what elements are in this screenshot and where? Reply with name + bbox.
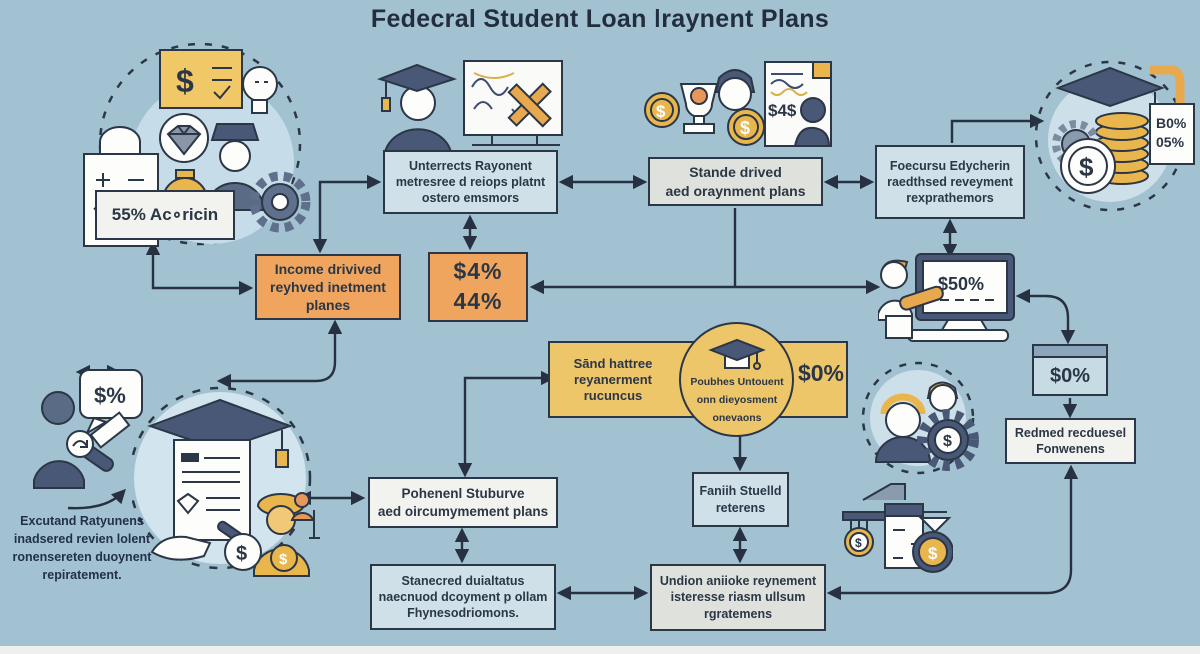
monitor-value: $50% <box>938 274 984 294</box>
box-foersu-label: Foecursu Edycherin raedthsed reveyment r… <box>887 158 1013 206</box>
counselor-person-icon: $% <box>33 369 143 489</box>
excutand-note: Excutand Ratyunens inadsered revien lole… <box>12 514 152 582</box>
svg-text:$: $ <box>1079 152 1094 182</box>
monitor-presenter-icon: $50% <box>878 253 1015 342</box>
banner-left-text: Sānd hattree reyanerment rucuncus <box>573 355 653 404</box>
svg-text:$: $ <box>656 102 666 121</box>
arrow-excutand-circle <box>67 488 126 510</box>
small-figure-icon <box>290 492 320 539</box>
box-foersu: Foecursu Edycherin raedthsed reveyment r… <box>875 145 1025 219</box>
graduate-whiteboard-icon <box>376 60 563 152</box>
box-undion: Undion aniioke reynement isteresse riasm… <box>650 564 826 631</box>
box-faniih-label: Faniih Stuelld reterens <box>699 484 782 515</box>
savings-stats-icon: $ B0% 05% <box>1034 60 1195 212</box>
stat-line1: B0% <box>1156 115 1187 131</box>
box-stanecred-label: Stanecred duialtatus naecnuod dcoyment p… <box>378 573 548 621</box>
card-value: $4$ <box>768 101 797 120</box>
report-card-icon: $4$ <box>764 61 832 147</box>
box-pct44: $4% 44% <box>428 252 528 322</box>
svg-text:$: $ <box>928 544 938 563</box>
lightbulb-icon <box>242 66 278 114</box>
hand-pen-icon <box>150 520 244 561</box>
box-unterrects: Unterrects Rayonent metresree d reiops p… <box>383 150 558 214</box>
svg-text:$: $ <box>176 63 194 99</box>
arrow-income-unterrects <box>312 174 382 254</box>
arrow-pohenenl-banner <box>457 370 556 478</box>
svg-text:$: $ <box>855 536 862 550</box>
svg-text:$: $ <box>740 118 750 138</box>
dollar-coin-icon: $ <box>644 92 680 128</box>
hanging-coin-icon: $ <box>844 527 874 557</box>
gear-icon <box>249 171 311 233</box>
stat-line2: 05% <box>1156 134 1185 150</box>
advisor-person-icon <box>926 381 959 412</box>
dollar-coin-icon: $ <box>270 544 298 572</box>
box-unterrects-label: Unterrects Rayonent metresree d reiops p… <box>395 158 546 206</box>
support-person-icon <box>874 393 932 463</box>
banner-center-text: Poubhes Untouent onn dieyosment onevaons <box>690 376 784 424</box>
arrow-monitor-window0 <box>1015 288 1076 345</box>
dollar-coin-icon: $ <box>1060 138 1116 194</box>
stat-card-icon: B0% 05% <box>1149 103 1195 165</box>
box-stande: Stande drived aed oraynment plans <box>648 157 823 206</box>
monitor-icon: $50% <box>907 253 1015 342</box>
dollar-coin-icon: $ <box>224 533 262 571</box>
box-pct44-label: $4% 44% <box>453 258 503 314</box>
window-titlebar <box>1034 346 1106 358</box>
arrow-foersu-topright <box>950 113 1045 143</box>
presenter-person-icon <box>878 259 944 339</box>
dollar-gear-icon: $ <box>917 409 979 471</box>
box-redmed-label: Redmed recduesel Fonwenens <box>1014 425 1127 456</box>
page-title: Fedecral Student Loan ǀraynent Plans <box>370 5 830 33</box>
box-acericin-label: 55% Ac∘ricin <box>111 204 219 224</box>
graduate-icon <box>376 63 458 152</box>
box-acericin: 55% Ac∘ricin <box>95 190 235 240</box>
dashed-ring-icon <box>861 361 975 475</box>
trophy-icon <box>679 83 719 134</box>
crossed-sticks-icon <box>507 82 552 128</box>
box-income: Income drivived reyhved inetment planes <box>255 254 401 320</box>
arrow-hook-icon <box>1150 65 1185 106</box>
diploma-circle-icon: $ $ <box>132 386 320 577</box>
whiteboard-icon <box>463 60 563 146</box>
box-pohenenl-label: Pohenenl Stuburve aed oircumymement plan… <box>377 485 549 519</box>
box-pohenenl: Pohenenl Stuburve aed oircumymement plan… <box>368 477 558 528</box>
money-crane-icon: $ $ <box>842 483 953 573</box>
arrow-acericin-income <box>145 240 254 296</box>
team-gear-icon: $ <box>861 361 979 475</box>
student-head-icon <box>714 69 756 111</box>
banner-right-value: $0% <box>797 360 845 386</box>
dashed-ring-icon <box>132 386 312 570</box>
machine-body-icon <box>884 503 924 569</box>
svg-text:$: $ <box>236 543 247 565</box>
box-stande-label: Stande drived aed oraynment plans <box>665 164 806 199</box>
dashed-ring-icon <box>98 42 302 246</box>
box-undion-label: Undion aniioke reynement isteresse riasm… <box>659 574 817 621</box>
window-zero-pct: $0% <box>1032 344 1108 396</box>
arrow-income-circle <box>216 319 343 389</box>
big-coin-icon: $ <box>912 531 953 573</box>
dollar-coin-icon: $ <box>727 108 765 146</box>
box-faniih: Faniih Stuelld reterens <box>692 472 789 527</box>
svg-text:$: $ <box>279 551 288 568</box>
bottom-border-strip <box>0 646 1200 654</box>
arrow-undion-redmed <box>826 464 1079 601</box>
window-zero-pct-value: $0% <box>1049 365 1091 387</box>
award-report-icon: $ $ $4$ <box>644 61 832 147</box>
box-redmed: Redmed recduesel Fonwenens <box>1005 418 1136 464</box>
person-check-icon <box>33 391 131 489</box>
certificate-icon <box>173 439 251 541</box>
speech-value: $% <box>94 383 126 408</box>
box-income-label: Income drivived reyhved inetment planes <box>270 260 386 314</box>
price-tag-icon: $ <box>159 49 243 109</box>
svg-text:$: $ <box>943 433 952 450</box>
box-stanecred: Stanecred duialtatus naecnuod dcoyment p… <box>370 564 556 630</box>
diamond-icon <box>159 113 209 163</box>
banner-cap-icon <box>708 338 766 370</box>
funnel-icon <box>918 511 952 534</box>
